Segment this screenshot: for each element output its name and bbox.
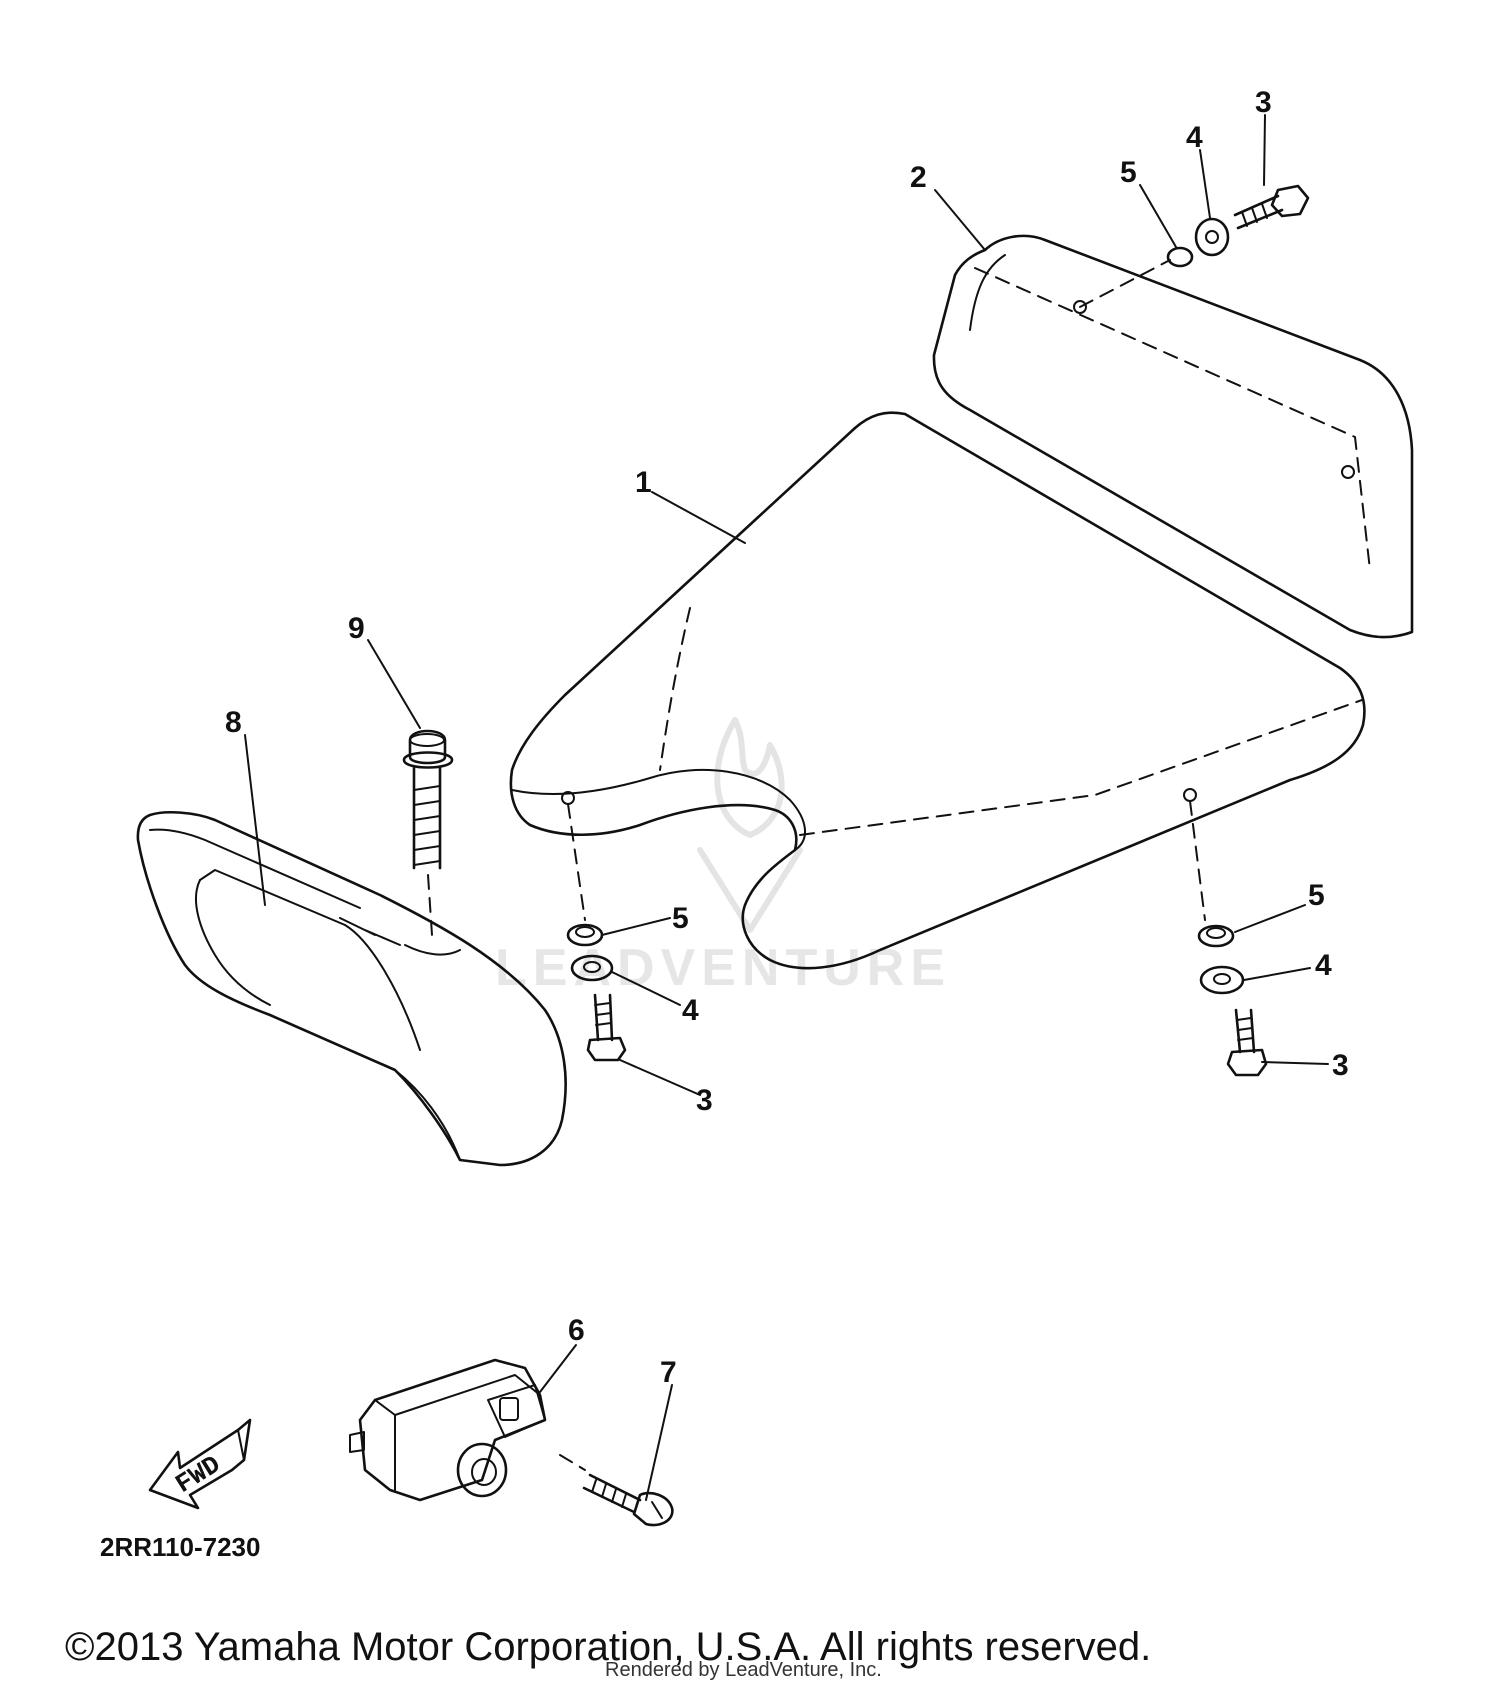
watermark-chevron-icon xyxy=(697,847,803,933)
callout-3-top: 3 xyxy=(1255,86,1272,119)
callout-4-left: 4 xyxy=(682,994,699,1027)
hardware-left xyxy=(566,923,627,1062)
drawing-code: 2RR110-7230 xyxy=(100,1532,260,1562)
washer-left-icon xyxy=(570,954,614,982)
callout-6: 6 xyxy=(568,1314,585,1347)
washer-top-icon xyxy=(1194,217,1230,257)
callout-5-right: 5 xyxy=(1308,879,1325,912)
leadventure-watermark: LEADVENTURE xyxy=(495,717,951,997)
callout-9: 9 xyxy=(348,612,365,645)
callout-7: 7 xyxy=(660,1356,677,1389)
callout-8: 8 xyxy=(225,706,242,739)
bolt-left-icon xyxy=(593,993,614,1042)
copyright-text: ©2013 Yamaha Motor Corporation, U.S.A. A… xyxy=(65,1625,1151,1669)
part-front-bolt xyxy=(402,729,454,936)
part-screw xyxy=(582,1473,674,1527)
hardware-top xyxy=(1166,184,1310,268)
part-front-cover xyxy=(136,810,567,1167)
rendered-by-text: Rendered by LeadVenture, Inc. xyxy=(605,1659,882,1681)
callout-3-left: 3 xyxy=(696,1084,713,1117)
part-seat xyxy=(509,411,1366,970)
callout-2: 2 xyxy=(910,161,927,194)
callout-5-top: 5 xyxy=(1120,156,1137,189)
mount-hole xyxy=(1073,300,1087,314)
nut-top-icon xyxy=(1166,246,1194,268)
nut-right-icon xyxy=(1197,924,1235,948)
leader-lines xyxy=(244,114,1329,1501)
key-cylinder-icon xyxy=(456,1442,508,1498)
mount-hole xyxy=(1341,465,1355,479)
screw-icon xyxy=(582,1473,642,1514)
hardware-right xyxy=(1197,924,1268,1077)
callout-3-right: 3 xyxy=(1332,1049,1349,1082)
part-rear-cover xyxy=(932,234,1414,639)
mount-hole xyxy=(1183,788,1197,802)
callout-1: 1 xyxy=(635,466,652,499)
callout-5-left: 5 xyxy=(672,902,689,935)
washer-right-icon xyxy=(1199,965,1245,995)
watermark-flame-icon xyxy=(714,717,785,838)
watermark-text: LEADVENTURE xyxy=(495,939,951,997)
callout-4-right: 4 xyxy=(1315,949,1332,982)
callout-4-top: 4 xyxy=(1186,121,1203,154)
part-seat-lock xyxy=(349,1358,586,1502)
fwd-arrow: FWD xyxy=(148,1418,252,1510)
front-bolt-head-icon xyxy=(408,729,447,765)
fwd-arrow-icon xyxy=(148,1418,252,1510)
callout-labels: 1 2 3 4 5 9 8 5 4 3 5 4 3 6 7 xyxy=(225,86,1349,1389)
bolt-right-icon xyxy=(1234,1008,1256,1054)
